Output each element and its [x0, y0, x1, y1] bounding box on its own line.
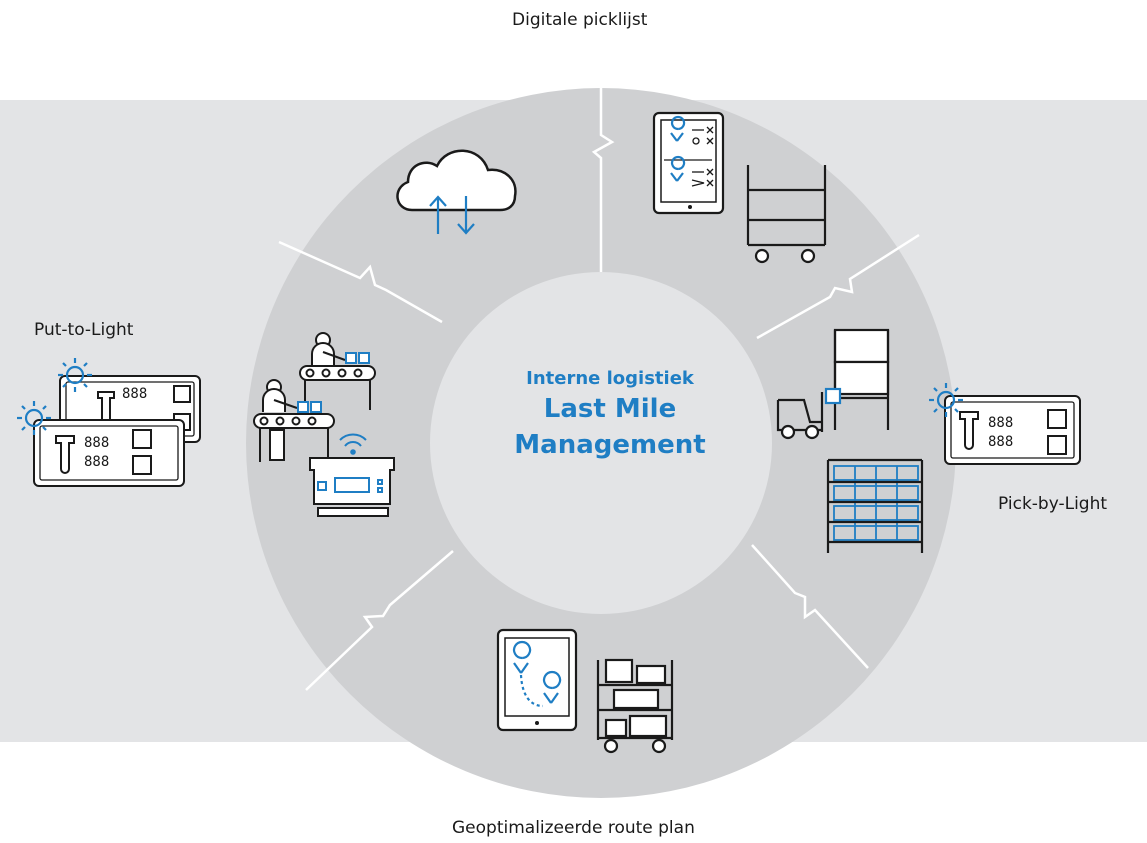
display-digits-4: 888 [988, 415, 1013, 431]
center-title-line2: Management [514, 430, 706, 460]
center-title-line1: Last Mile [543, 394, 677, 424]
put-to-light-devices: 888 888 888 [17, 358, 201, 487]
center-subtitle: Interne logistiek [526, 368, 694, 389]
digital-picklist-icon [652, 111, 827, 264]
center-title-block: Interne logistiek Last Mile Management [455, 368, 765, 461]
packing-station-icon [253, 332, 395, 517]
display-digits-1: 888 [84, 435, 109, 451]
warehouse-rack-icon [776, 328, 924, 553]
display-digits-3: 888 [122, 386, 147, 402]
light-icon [17, 358, 92, 435]
label-route-plan: Geoptimalizeerde route plan [452, 818, 695, 838]
display-digits-2: 888 [84, 454, 109, 470]
display-digits-5: 888 [988, 434, 1013, 450]
route-planning-icon [496, 628, 674, 754]
segment-dividers [278, 88, 920, 691]
label-digital-picklist: Digitale picklijst [512, 10, 648, 30]
label-put-to-light: Put-to-Light [34, 320, 134, 340]
pick-by-light-device: 888 888 [929, 383, 1081, 465]
center-circle [430, 272, 772, 614]
cloud-sync-icon [396, 149, 517, 235]
label-pick-by-light: Pick-by-Light [998, 494, 1108, 514]
